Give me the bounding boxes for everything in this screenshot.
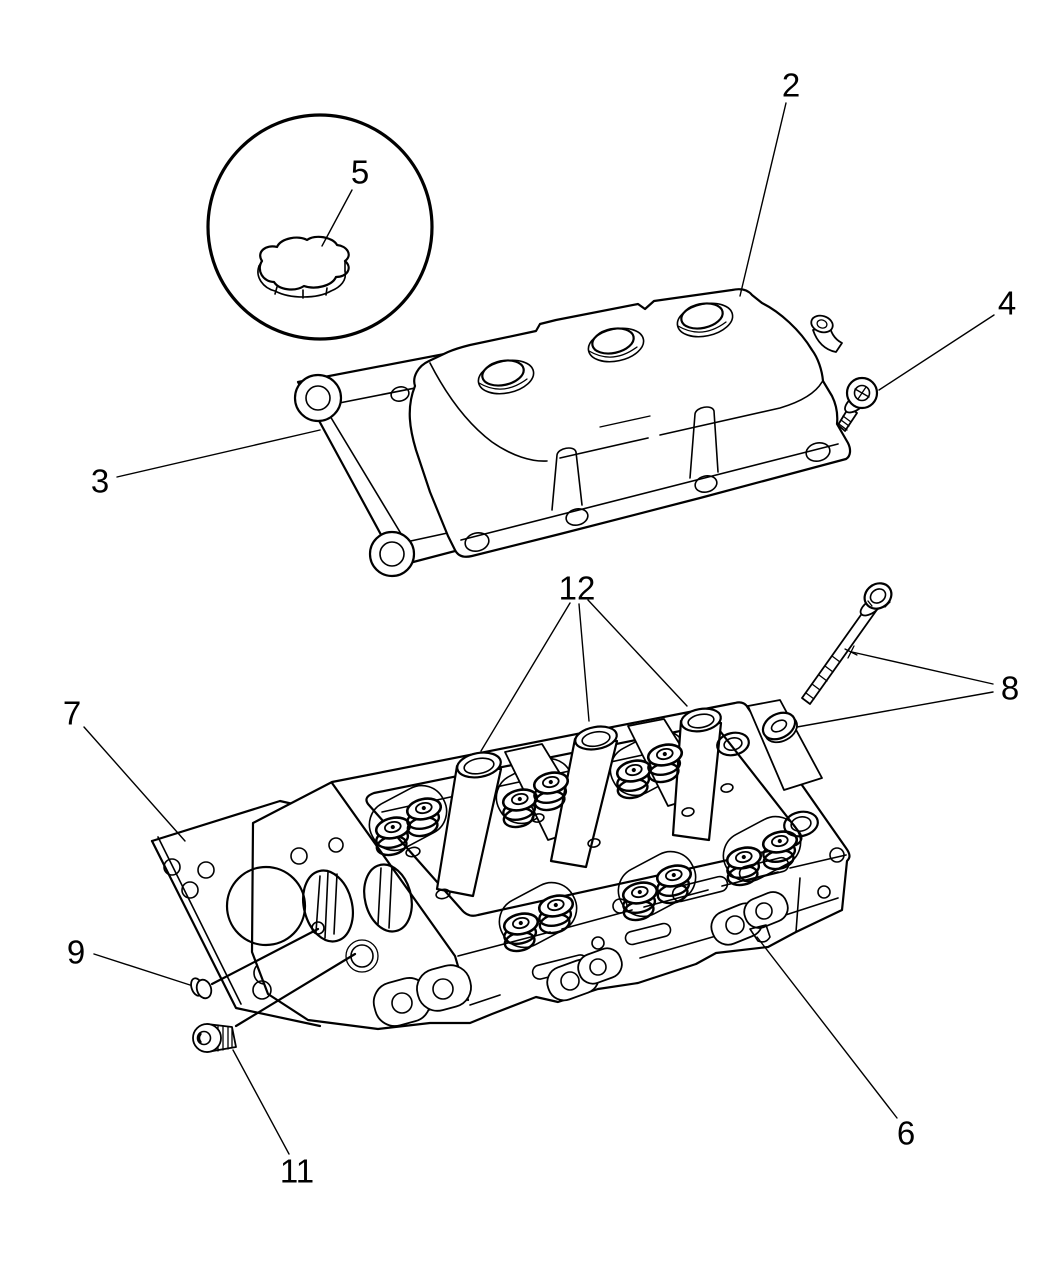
spark-plug-tube: [549, 725, 619, 869]
cover-tube-holes: [477, 302, 734, 395]
leader-lines: [83, 102, 995, 1155]
leader-4: [878, 314, 995, 391]
valve-cover-bolt: [837, 376, 879, 432]
dowel-pin: [190, 977, 213, 1000]
leader-3: [116, 429, 321, 478]
threaded-plug: [192, 1023, 237, 1053]
spark-plug-tube: [671, 707, 723, 842]
cylinder-head: [225, 699, 851, 1031]
detail-circle: [206, 113, 434, 341]
cover-flange-holes: [464, 441, 831, 553]
callout-12: 12: [559, 570, 596, 607]
callout-6: 6: [897, 1115, 915, 1152]
leader-9: [93, 953, 191, 986]
combustion-face-details: [225, 837, 413, 1000]
detail-circle-view: [206, 113, 434, 341]
install-lines: [210, 927, 357, 1028]
head-bolt-washer: [761, 711, 798, 744]
callout-3: 3: [91, 463, 109, 500]
callout-4: 4: [998, 285, 1016, 322]
callout-2: 2: [782, 67, 800, 104]
callout-5: 5: [351, 154, 369, 191]
leader-2: [739, 102, 787, 297]
valve-cover-body: [408, 288, 852, 558]
callouts: 2 3 4 5 6 7 8 9 11 12: [63, 67, 1019, 1190]
deck-holes: [405, 731, 845, 900]
leader-12: [480, 599, 688, 752]
leader-11: [232, 1049, 290, 1155]
spark-plug-tubes: [435, 707, 723, 898]
spark-plug-tube: [435, 751, 503, 898]
leader-8: [796, 651, 994, 728]
valve-cover: [408, 288, 852, 558]
callout-11: 11: [280, 1153, 314, 1190]
callout-7: 7: [63, 695, 81, 732]
leader-7: [83, 726, 186, 842]
cover-breather-fitting: [810, 314, 843, 353]
front-face-details: [372, 856, 790, 1027]
head-bolt: [801, 582, 893, 705]
callout-9: 9: [67, 934, 85, 971]
leader-5: [321, 189, 353, 247]
leader-6: [756, 936, 898, 1119]
oil-filler-cap: [257, 235, 350, 299]
callout-8: 8: [1001, 670, 1019, 707]
